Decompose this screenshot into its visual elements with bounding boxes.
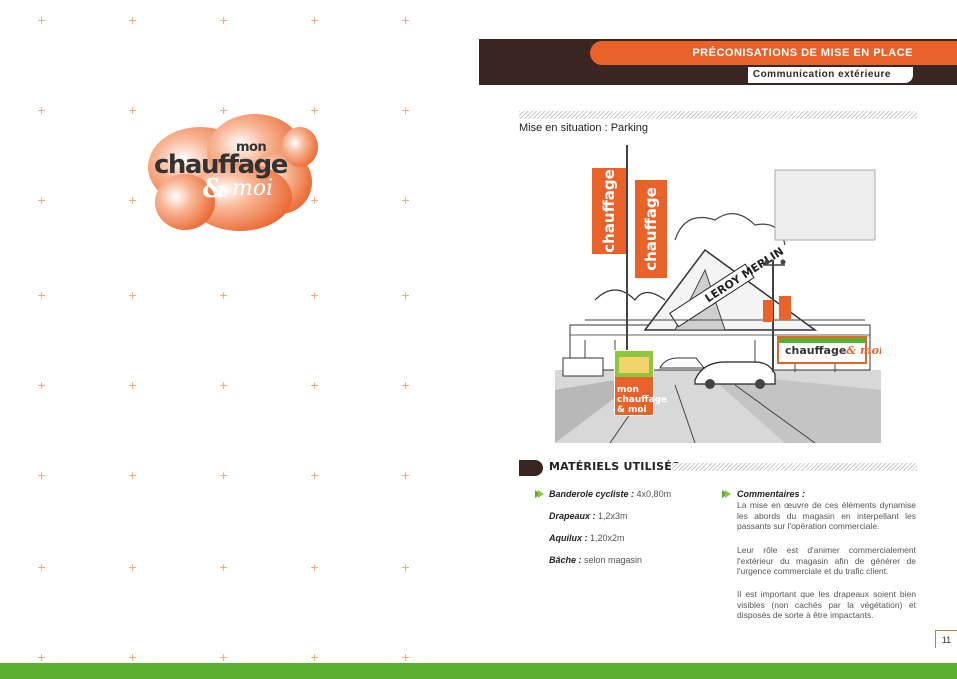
footer-bar xyxy=(0,663,957,679)
material-name: Banderole cycliste : xyxy=(549,489,635,499)
material-value: 1,20x2m xyxy=(587,533,625,543)
cloud-logo-shape xyxy=(148,114,318,231)
comment-paragraph-1: La mise en œuvre de ces éléments dynamis… xyxy=(737,500,916,531)
plus-mark: + xyxy=(37,379,47,392)
logo-moi: moi xyxy=(232,176,274,201)
plus-mark: + xyxy=(401,289,411,302)
hatch-divider-top xyxy=(519,111,917,119)
flag-right-text: chauffage xyxy=(642,187,660,271)
plus-mark: + xyxy=(401,651,411,664)
material-name: Bâche : xyxy=(549,555,582,565)
material-item-aquilux: Aquilux : 1,20x2m xyxy=(549,533,625,543)
material-item-bache: Bâche : selon magasin xyxy=(549,555,642,565)
plus-mark: + xyxy=(37,194,47,207)
flag-left: chauffage xyxy=(592,168,626,254)
plus-mark: + xyxy=(128,651,138,664)
flag-small-left xyxy=(763,300,773,322)
plus-mark: + xyxy=(310,289,320,302)
flag-small-right xyxy=(779,296,791,320)
aquilux-moi: & moi xyxy=(617,405,647,415)
plus-mark: + xyxy=(401,194,411,207)
logo-ampersand: & xyxy=(202,174,226,204)
logo-chauffage: chauffage xyxy=(154,150,288,180)
plus-mark: + xyxy=(219,561,229,574)
banner-moi: & moi xyxy=(846,344,881,357)
hatch-divider-section xyxy=(673,463,917,471)
plus-mark: + xyxy=(219,651,229,664)
plus-mark: + xyxy=(37,14,47,27)
plus-mark: + xyxy=(401,14,411,27)
plus-mark: + xyxy=(128,379,138,392)
plus-mark: + xyxy=(128,561,138,574)
plus-mark: + xyxy=(310,561,320,574)
flag-right: chauffage xyxy=(635,180,667,278)
plus-mark: + xyxy=(401,379,411,392)
plus-mark: + xyxy=(37,289,47,302)
plus-mark: + xyxy=(37,104,47,117)
plus-mark: + xyxy=(219,289,229,302)
banner-top-strip xyxy=(779,338,865,343)
plus-mark: + xyxy=(128,104,138,117)
plus-mark: + xyxy=(37,561,47,574)
aquilux-visual xyxy=(615,351,653,377)
illustration-label: Mise en situation : Parking xyxy=(519,122,649,134)
plus-mark: + xyxy=(128,194,138,207)
cyclist-banner: chauffage& moi xyxy=(777,336,881,364)
plus-mark: + xyxy=(310,379,320,392)
plus-mark: + xyxy=(37,469,47,482)
plus-mark: + xyxy=(310,651,320,664)
parking-illustration: LEROY MERLIN chauffage chauffage chauffa… xyxy=(555,140,881,443)
material-value: 1,2x3m xyxy=(595,511,628,521)
plus-mark: + xyxy=(310,14,320,27)
header-subtitle-tab: Communication extérieure xyxy=(748,67,913,83)
aquilux-mon: mon xyxy=(617,385,639,395)
material-item-drapeaux: Drapeaux : 1,2x3m xyxy=(549,511,628,521)
plus-mark: + xyxy=(310,469,320,482)
plus-mark: + xyxy=(401,104,411,117)
header-title-bar: PRÉCONISATIONS DE MISE EN PLACE xyxy=(590,41,957,65)
material-value: selon magasin xyxy=(581,555,643,565)
page-number: 11 xyxy=(935,630,957,648)
material-item-banderole: Banderole cycliste : 4x0,80m xyxy=(549,489,671,499)
flag-left-text: chauffage xyxy=(600,169,618,253)
section-title: MATÉRIELS UTILISÉS xyxy=(549,460,681,473)
material-name: Aquilux : xyxy=(549,533,588,543)
plus-mark: + xyxy=(310,194,320,207)
material-value: 4x0,80m xyxy=(634,489,672,499)
plus-mark: + xyxy=(37,651,47,664)
plus-mark: + xyxy=(219,379,229,392)
section-marker xyxy=(519,460,543,476)
plus-mark: + xyxy=(310,104,320,117)
arrow-icon xyxy=(535,489,545,499)
plus-mark: + xyxy=(219,104,229,117)
brand-logo: mon chauffage & moi xyxy=(140,112,320,237)
banner-text: chauffage& moi xyxy=(785,344,881,357)
plus-mark: + xyxy=(128,14,138,27)
material-name: Drapeaux : xyxy=(549,511,596,521)
plus-mark: + xyxy=(128,469,138,482)
comment-paragraph-3: Il est important que les drapeaux soient… xyxy=(737,589,916,620)
plus-mark: + xyxy=(128,289,138,302)
logo-mon: mon xyxy=(236,140,267,155)
plus-mark: + xyxy=(401,469,411,482)
comments-title: Commentaires : xyxy=(737,489,806,499)
page-subtitle: Communication extérieure xyxy=(752,69,891,80)
page-title: PRÉCONISATIONS DE MISE EN PLACE xyxy=(692,47,913,59)
plus-mark: + xyxy=(219,14,229,27)
arrow-icon xyxy=(722,489,732,499)
comment-paragraph-2: Leur rôle est d'animer commercialement l… xyxy=(737,545,916,576)
banner-word: chauffage xyxy=(785,344,847,357)
aquilux-chauffage: chauffage xyxy=(617,395,668,405)
plus-mark: + xyxy=(401,561,411,574)
plus-mark: + xyxy=(219,469,229,482)
